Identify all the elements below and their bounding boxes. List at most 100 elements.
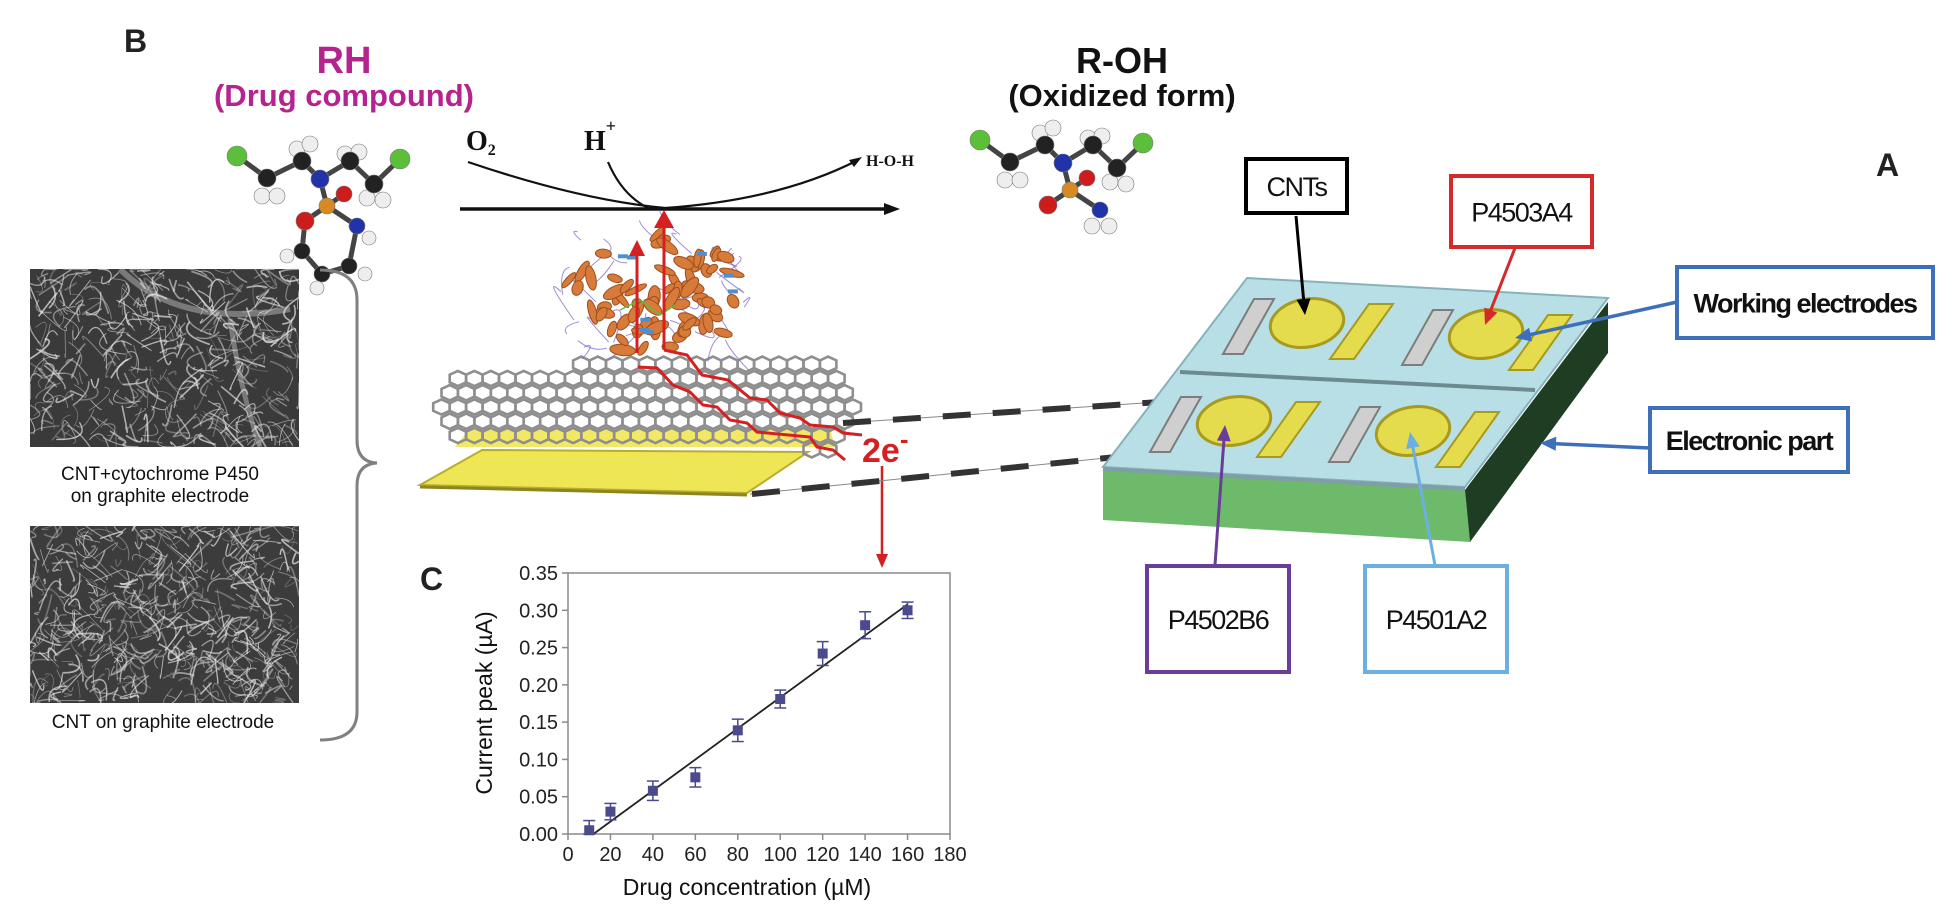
- arrowhead-icon: [1540, 436, 1557, 451]
- alpha-helix: [702, 312, 714, 333]
- nanotube-fiber: [55, 543, 79, 568]
- nanotube-fiber: [257, 316, 278, 333]
- fit-line: [592, 603, 909, 835]
- hexagon-ring: [793, 397, 814, 417]
- nanotube-fiber: [188, 528, 201, 546]
- nanotube-fiber: [130, 654, 142, 670]
- nanotube-fiber: [183, 661, 191, 671]
- nanotube-fiber: [32, 574, 44, 591]
- nanotube-fiber: [139, 528, 152, 533]
- nanotube-fiber: [258, 552, 282, 571]
- nanotube-fiber: [172, 671, 195, 679]
- nanotube-fiber: [104, 351, 117, 378]
- nanotube-fiber: [55, 393, 75, 404]
- nanotube-fiber: [286, 366, 294, 381]
- nanotube-fiber: [267, 605, 273, 629]
- nanotube-fiber: [273, 525, 294, 541]
- nanotube-fiber: [101, 604, 107, 607]
- nanotube-fiber: [163, 376, 185, 400]
- nanotube-fiber: [199, 311, 220, 333]
- nanotube-fiber: [108, 398, 114, 405]
- nanotube-fiber: [205, 652, 229, 674]
- nanotube-fiber: [261, 329, 282, 333]
- nanotube-fiber: [231, 636, 238, 644]
- nanotube-fiber: [252, 539, 282, 544]
- nanotube-fiber: [277, 391, 290, 402]
- nanotube-fiber: [158, 571, 164, 587]
- nanotube-fiber: [81, 534, 93, 541]
- nanotube-fiber: [121, 287, 143, 307]
- nanotube-fiber: [38, 275, 69, 296]
- nanotube-fiber: [186, 313, 212, 336]
- nanotube-fiber: [283, 296, 300, 322]
- nanotube-fiber: [233, 388, 249, 405]
- nanotube-fiber: [242, 309, 257, 313]
- nanotube-fiber: [48, 685, 68, 703]
- nanotube-fiber: [94, 434, 113, 442]
- hexagon-ring: [464, 397, 484, 417]
- chip-base-side: [1465, 302, 1608, 542]
- nanotube-fiber: [272, 633, 282, 646]
- nanotube-fiber: [266, 652, 291, 675]
- nanotube-fiber: [37, 275, 46, 288]
- nanotube-fiber: [229, 647, 250, 670]
- chip-base-front: [1103, 470, 1470, 542]
- nanotube-fiber: [72, 623, 95, 640]
- nanotube-fiber: [76, 304, 85, 323]
- nanotube-fiber: [29, 652, 36, 661]
- drug-molecule-model: [226, 135, 411, 296]
- nanotube-fiber: [158, 610, 182, 631]
- nanotube-fiber: [186, 281, 215, 312]
- nanotube-fiber: [36, 636, 61, 647]
- nanotube-fiber: [194, 619, 214, 638]
- nanotube-fiber: [48, 300, 65, 327]
- nanotube-fiber: [41, 405, 53, 431]
- nanotube-fiber: [29, 633, 45, 652]
- protein-coil: [718, 255, 742, 278]
- nanotube-fiber: [220, 385, 245, 407]
- nanotube-fiber: [55, 428, 66, 440]
- nanotube-fiber: [102, 647, 110, 653]
- nanotube-fiber: [130, 368, 154, 379]
- nanotube-fiber: [253, 629, 267, 640]
- nanotube-fiber: [63, 597, 81, 615]
- nanotube-fiber: [295, 353, 300, 369]
- nanotube-fiber: [82, 335, 105, 358]
- alpha-helix: [595, 306, 608, 322]
- nanotube-fiber: [201, 410, 226, 430]
- nanotube-fiber: [195, 345, 207, 372]
- nanotube-fiber: [294, 638, 299, 653]
- nanotube-fiber: [115, 559, 122, 567]
- nanotube-fiber: [62, 316, 80, 341]
- nanotube-fiber: [90, 399, 103, 410]
- nanotube-fiber: [217, 390, 228, 417]
- nanotube-fiber: [68, 341, 83, 367]
- nanotube-fiber: [208, 278, 225, 303]
- nanotube-fiber: [290, 418, 300, 442]
- nanotube-fiber: [142, 553, 169, 575]
- nanotube-fiber: [257, 310, 268, 331]
- nanotube-fiber: [108, 621, 127, 648]
- alpha-helix: [619, 278, 634, 294]
- substrate-label: RH: [317, 40, 372, 82]
- nanotube-fiber: [176, 337, 186, 356]
- nanotube-fiber: [43, 578, 46, 585]
- plate-edge: [419, 485, 748, 497]
- nanotube-fiber: [40, 278, 64, 286]
- nanotube-fiber: [222, 556, 235, 580]
- nanotube-fiber: [90, 528, 116, 535]
- oxygen-label: O2: [466, 126, 496, 159]
- nanotube-fiber: [246, 285, 268, 289]
- nanotube-fiber: [183, 693, 200, 704]
- nanotube-fiber: [225, 279, 242, 293]
- alpha-helix: [571, 280, 584, 296]
- nanotube-fiber: [29, 530, 37, 539]
- nanotube-fiber: [199, 370, 214, 386]
- hexagon-ring: [596, 369, 616, 388]
- nanotube-fiber: [286, 318, 293, 344]
- nanotube-fiber: [51, 627, 76, 644]
- nanotube-fiber: [275, 397, 288, 407]
- nanotube-fiber: [170, 573, 187, 584]
- atom: [279, 248, 295, 264]
- nanotube-fiber: [138, 574, 163, 577]
